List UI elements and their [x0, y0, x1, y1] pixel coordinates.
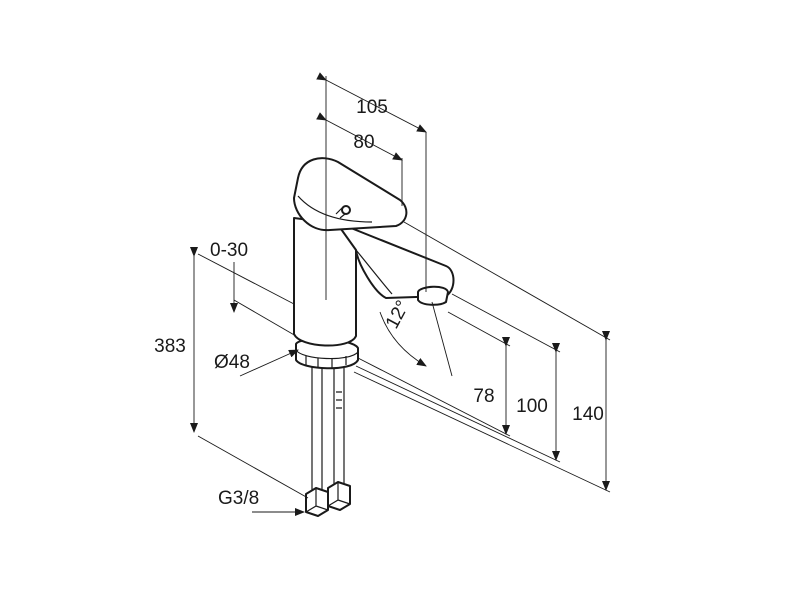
supply-hoses	[305, 362, 351, 517]
dim-label-0-30: 0-30	[210, 240, 248, 261]
angle-dimension-12: 12°	[379, 297, 453, 377]
dim-label-105: 105	[356, 97, 388, 118]
dim-label-100: 100	[516, 396, 548, 417]
dim-label-78: 78	[473, 386, 494, 407]
dim-label-140: 140	[572, 404, 604, 425]
width-dimension-80: 80	[316, 112, 403, 206]
diameter-dimension-48: Ø48	[214, 349, 299, 377]
height-dimension-100: 100	[355, 293, 561, 463]
dim-label-383: 383	[154, 336, 186, 357]
dim-label-diameter-48: Ø48	[214, 352, 250, 373]
deck-range-dimension: 0-30	[210, 240, 297, 337]
faucet-body	[293, 157, 455, 370]
height-dimension-383: 383	[154, 247, 309, 499]
height-dimension-78: 78	[357, 311, 511, 437]
height-dimension-140: 140	[353, 221, 611, 493]
dim-label-80: 80	[353, 132, 374, 153]
dim-label-g3-8: G3/8	[218, 488, 259, 509]
thread-label-group: G3/8	[218, 488, 305, 516]
